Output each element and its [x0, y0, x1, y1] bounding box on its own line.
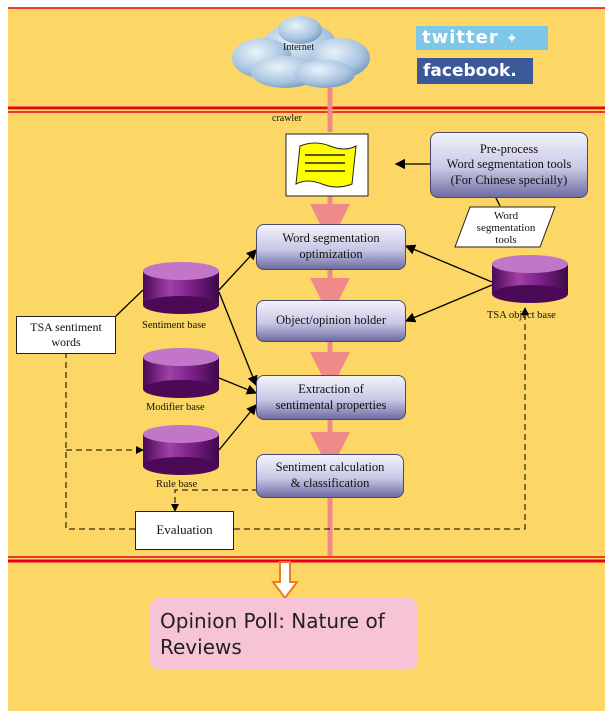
sentiment-calc-box: Sentiment calculation & classification: [256, 454, 404, 498]
word-seg-tools-line: segmentation: [476, 221, 536, 234]
rule-base-label: Rule base: [156, 479, 198, 490]
document-icon: [285, 133, 369, 197]
flow-arrows: [115, 158, 501, 451]
modifier-base-label: Modifier base: [146, 402, 205, 413]
twitter-logo: twitter ✦: [416, 26, 548, 50]
extraction-line: sentimental properties: [275, 397, 387, 412]
modifier-base-db: [143, 348, 219, 398]
internet-label: Internet: [283, 42, 315, 53]
extraction-line: Extraction of: [298, 381, 364, 396]
tsa-sentiment-words-box: TSA sentiment words: [16, 316, 116, 354]
rule-base-db: [143, 425, 219, 475]
extraction-box: Extraction of sentimental properties: [256, 375, 406, 420]
object-holder-text: Object/opinion holder: [275, 313, 387, 328]
down-arrow-icon: [271, 561, 299, 600]
tsa-object-base-db: [492, 255, 568, 303]
facebook-text: facebook.: [423, 61, 517, 81]
sentiment-calc-line: Sentiment calculation: [275, 460, 385, 475]
word-seg-opt-box: Word segmentation optimization: [256, 224, 406, 270]
preprocess-line: (For Chinese specially): [450, 172, 568, 187]
crawler-label: crawler: [272, 113, 302, 124]
evaluation-text: Evaluation: [156, 522, 213, 538]
word-seg-tools-label: Word segmentation tools: [462, 208, 550, 248]
preprocess-line: Word segmentation tools: [446, 157, 572, 172]
word-seg-opt-line: Word segmentation: [282, 231, 380, 246]
evaluation-box: Evaluation: [135, 511, 234, 550]
tsa-object-base-label: TSA object base: [487, 310, 556, 321]
sentiment-base-db: [143, 262, 219, 314]
word-seg-tools-line: Word: [493, 209, 519, 222]
opinion-poll-text: Opinion Poll: Nature of Reviews: [160, 608, 410, 660]
preprocess-box: Pre-process Word segmentation tools (For…: [430, 132, 588, 198]
word-seg-opt-line: optimization: [299, 247, 363, 261]
tsa-sentiment-words-line: TSA sentiment: [30, 320, 102, 334]
twitter-text: twitter: [422, 27, 499, 48]
sentiment-calc-line: & classification: [290, 476, 370, 490]
word-seg-tools-line: tools: [495, 234, 517, 247]
facebook-logo: facebook.: [417, 58, 533, 84]
dashed-feedback: [62, 307, 529, 530]
preprocess-line: Pre-process: [479, 141, 539, 156]
tsa-sentiment-words-line: words: [51, 335, 81, 349]
internet-cloud: [232, 16, 370, 88]
bird-icon: ✦: [505, 31, 519, 47]
word-seg-tools-shape: [454, 206, 556, 248]
opinion-poll-line: Opinion Poll: Nature of: [160, 609, 385, 633]
opinion-poll-line: Reviews: [160, 635, 242, 659]
sentiment-base-label: Sentiment base: [142, 320, 206, 331]
opinion-poll-box: [150, 598, 418, 670]
object-holder-box: Object/opinion holder: [256, 300, 406, 342]
